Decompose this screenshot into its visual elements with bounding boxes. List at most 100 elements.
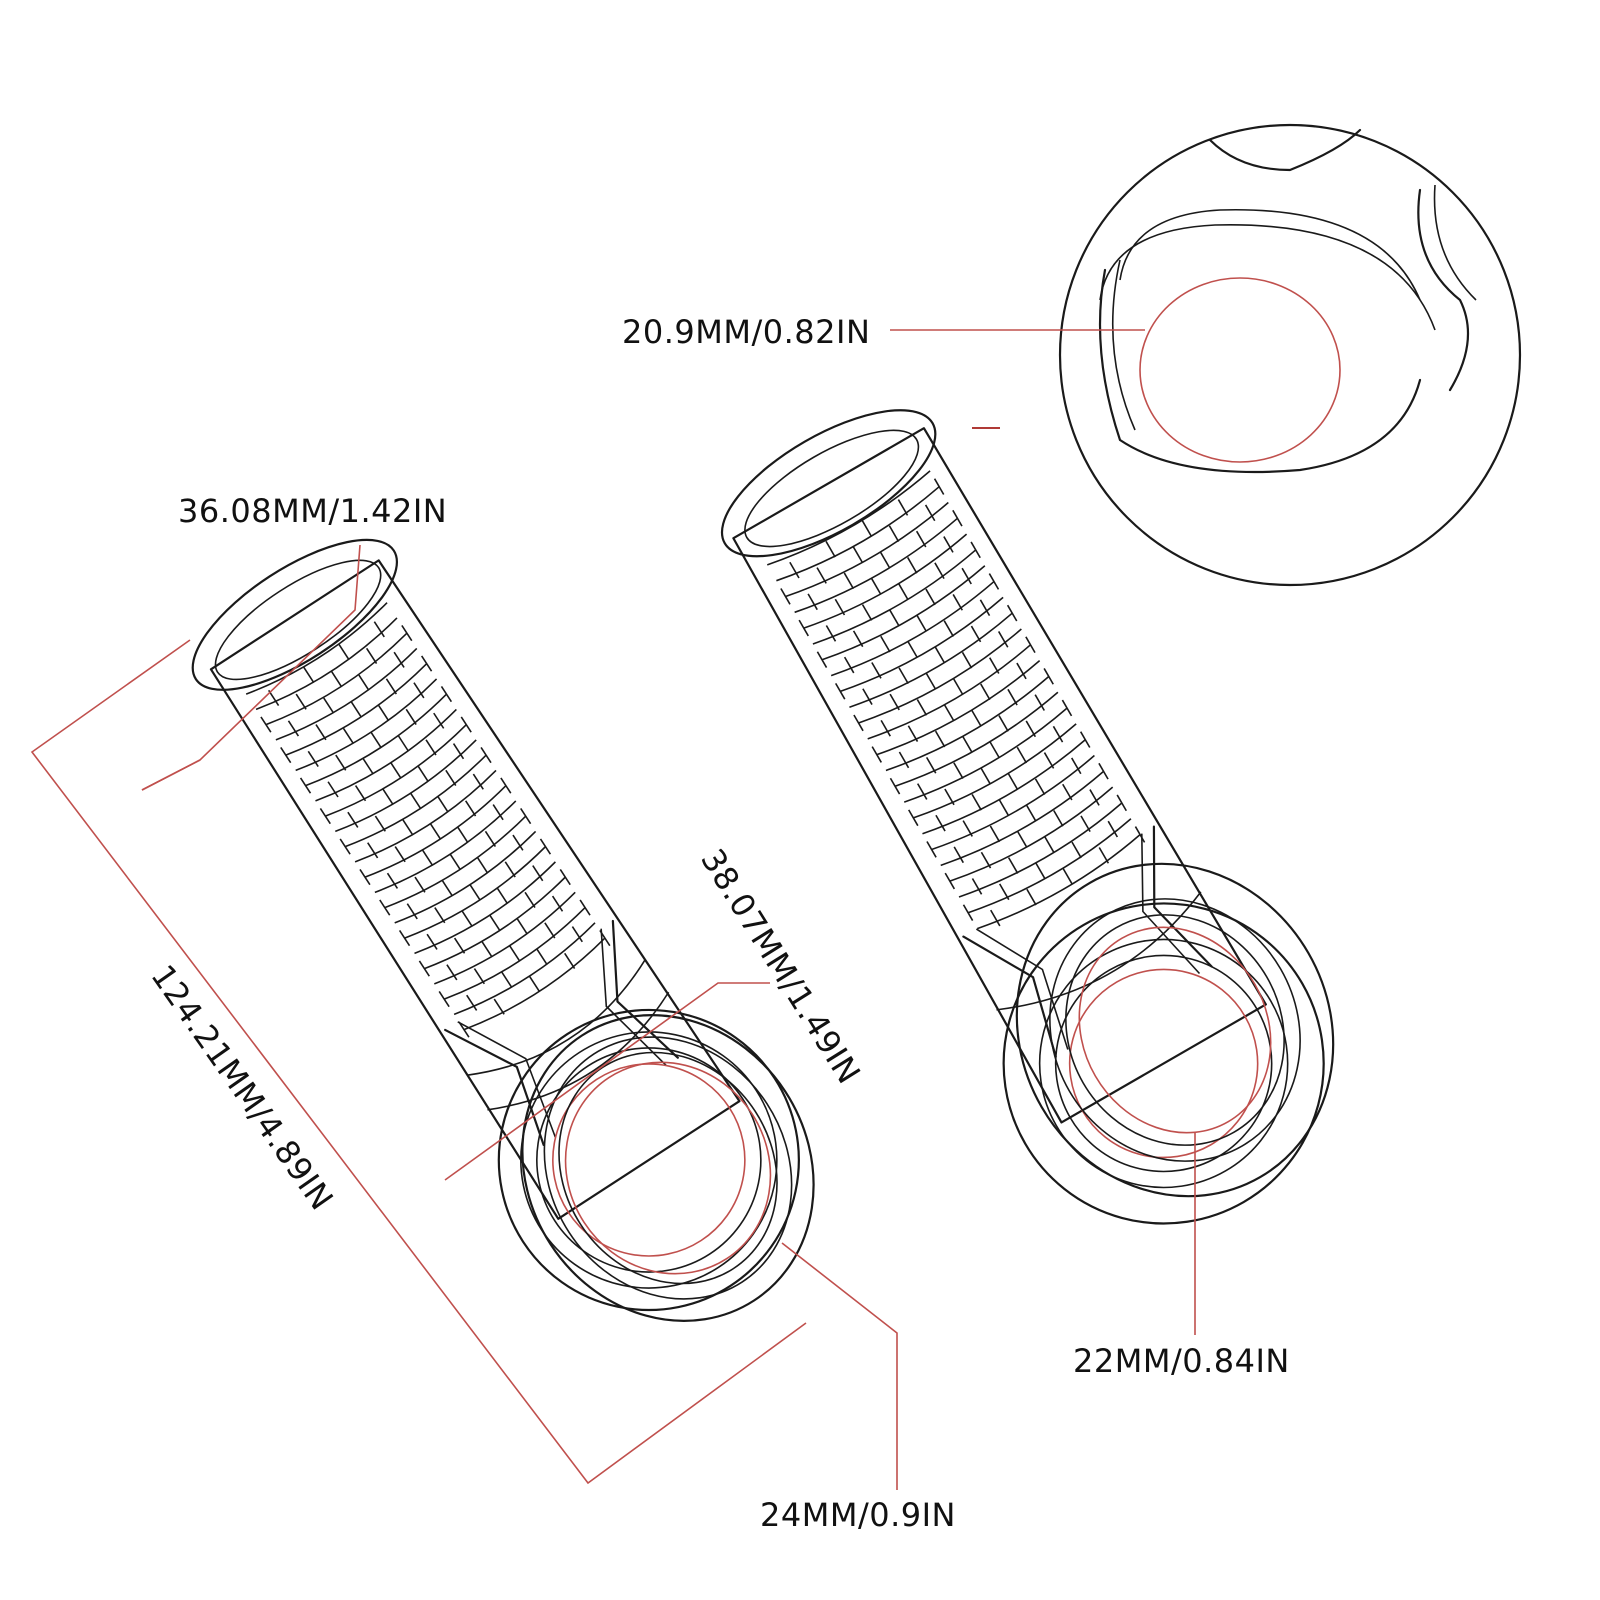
texture-block	[571, 926, 583, 943]
texture-block	[1079, 731, 1091, 748]
texture-block	[516, 918, 528, 935]
texture-block	[934, 646, 946, 664]
texture-block	[1035, 862, 1046, 880]
texture-block	[401, 625, 413, 642]
texture-block	[1098, 847, 1110, 864]
texture-block	[980, 767, 991, 785]
texture-ring	[931, 754, 1095, 851]
texture-block	[347, 811, 359, 828]
texture-block	[327, 781, 339, 798]
texture-block	[420, 655, 433, 672]
texture-block	[379, 899, 391, 916]
texture-block	[861, 604, 873, 621]
texture-block	[1043, 752, 1055, 769]
texture-block	[433, 712, 445, 729]
left-front-face	[521, 1014, 815, 1322]
texture-block	[998, 883, 1010, 901]
texture-block	[1053, 810, 1064, 827]
texture-block	[354, 785, 367, 802]
texture-block	[382, 788, 394, 806]
texture-block	[834, 682, 846, 700]
texture-block	[365, 647, 378, 665]
left-grip-texture	[245, 602, 611, 1038]
texture-block	[843, 572, 855, 590]
texture-block	[944, 788, 955, 806]
texture-block	[434, 907, 446, 924]
texture-ring	[976, 833, 1141, 930]
texture-block	[564, 952, 576, 969]
texture-block	[579, 899, 591, 916]
texture-block	[512, 834, 524, 851]
texture-block	[303, 666, 315, 684]
texture-ring	[364, 785, 507, 878]
texture-ring	[766, 470, 931, 566]
texture-block	[1007, 688, 1018, 706]
texture-block	[338, 644, 350, 661]
texture-block	[386, 872, 399, 889]
texture-block	[469, 884, 481, 901]
texture-block	[393, 651, 405, 668]
texture-block	[358, 674, 370, 691]
texture-block	[544, 922, 556, 939]
texture-block	[871, 662, 882, 679]
texture-block	[1071, 841, 1082, 859]
texture-ring	[922, 739, 1086, 835]
texture-block	[484, 830, 497, 847]
texture-ring	[903, 707, 1068, 803]
texture-block	[413, 682, 425, 699]
texture-block	[980, 683, 991, 701]
texture-block	[429, 823, 442, 840]
texture-block	[789, 561, 800, 579]
texture-block	[926, 841, 937, 858]
texture-block	[501, 971, 513, 989]
texture-block	[1025, 804, 1037, 822]
texture-ring	[305, 693, 448, 787]
texture-block	[422, 849, 434, 867]
label-end-diameter: 36.08MM/1.42IN	[178, 492, 447, 530]
texture-block	[508, 945, 521, 962]
texture-block	[879, 551, 891, 569]
texture-block	[426, 933, 438, 950]
texture-block	[1025, 636, 1036, 654]
texture-block	[319, 808, 331, 825]
texture-ring	[894, 691, 1059, 788]
texture-block	[551, 895, 564, 912]
texture-block	[897, 499, 909, 516]
texture-block	[1062, 783, 1073, 801]
texture-ring	[958, 802, 1123, 898]
texture-block	[524, 891, 536, 908]
texture-block	[1043, 668, 1054, 685]
texture-block	[438, 990, 450, 1008]
texture-block	[970, 541, 981, 559]
texture-block	[952, 678, 964, 695]
texture-block	[445, 769, 457, 786]
texture-ring	[394, 830, 537, 924]
texture-block	[464, 800, 477, 817]
texture-block	[385, 678, 398, 695]
texture-block	[295, 693, 307, 710]
texture-block	[924, 504, 936, 522]
texture-block	[798, 619, 809, 637]
texture-block	[971, 709, 982, 727]
texture-block	[398, 929, 411, 947]
texture-block	[414, 876, 426, 893]
texture-ring	[794, 517, 958, 614]
texture-ring	[830, 580, 995, 677]
texture-block	[908, 809, 919, 827]
texture-block	[461, 910, 473, 928]
texture-block	[880, 635, 891, 653]
texture-block	[933, 478, 945, 495]
left-grip-back-cap	[191, 538, 399, 691]
texture-block	[852, 546, 864, 563]
texture-block	[373, 621, 385, 638]
texture-block	[889, 777, 901, 795]
texture-block	[971, 878, 983, 895]
texture-block	[493, 998, 505, 1015]
texture-block	[390, 762, 402, 779]
texture-block	[446, 964, 458, 981]
texture-block	[441, 880, 454, 897]
texture-block	[1007, 857, 1019, 874]
texture-block	[952, 594, 963, 611]
texture-block	[934, 730, 946, 748]
